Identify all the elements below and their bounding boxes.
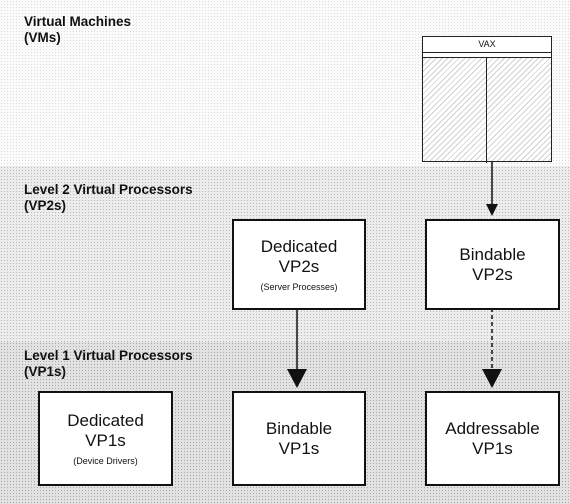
vm-level-title-line2: (VMs) — [24, 30, 61, 45]
dedicated-vp1s-line1: Dedicated — [67, 410, 144, 430]
vp2-level-title-line1: Level 2 Virtual Processors — [24, 182, 193, 197]
vax-machine: VAX — [422, 36, 552, 163]
dedicated-vp2s-line1: Dedicated — [260, 236, 338, 256]
bindable-vp2s-line2: VP2s — [472, 264, 513, 284]
arrow-bindable-vp2s-to-addressable-vp1s — [482, 308, 502, 388]
bindable-vp2s-line1: Bindable — [459, 244, 526, 264]
vax-divider — [486, 58, 487, 163]
addressable-vp1s-box: Addressable VP1s — [425, 391, 560, 486]
vm-level-title-line1: Virtual Machines — [24, 14, 132, 29]
dedicated-vp1s-box: Dedicated VP1s (Device Drivers) — [38, 391, 173, 486]
addressable-vp1s-line2: VP1s — [472, 438, 513, 458]
dedicated-vp1s-line2: VP1s — [85, 430, 126, 450]
arrow-vax-to-bindable-vp2s — [486, 162, 498, 216]
vax-label: VAX — [423, 37, 551, 53]
vp1-level-title-line2: (VP1s) — [24, 364, 67, 379]
vp1-level-title-line1: Level 1 Virtual Processors — [24, 348, 193, 363]
vax-header-strip — [423, 53, 551, 58]
dedicated-vp1s-sub: (Device Drivers) — [73, 455, 138, 466]
dedicated-vp2s-sub: (Server Processes) — [260, 281, 338, 292]
vp1-level-title: Level 1 Virtual Processors (VP1s) — [24, 348, 193, 380]
vp2-level-title-line2: (VP2s) — [24, 198, 67, 213]
bindable-vp1s-line2: VP1s — [278, 438, 320, 458]
dedicated-vp2s-line2: VP2s — [278, 256, 320, 276]
dedicated-vp2s-box: Dedicated VP2s (Server Processes) — [232, 219, 366, 310]
arrow-dedicated-vp2s-to-bindable-vp1s — [287, 308, 307, 388]
bindable-vp1s-box: Bindable VP1s — [232, 391, 366, 486]
addressable-vp1s-line1: Addressable — [445, 418, 540, 438]
vm-level-title: Virtual Machines (VMs) — [24, 14, 131, 46]
vp2-level-title: Level 2 Virtual Processors (VP2s) — [24, 182, 193, 214]
bindable-vp1s-line1: Bindable — [265, 418, 333, 438]
